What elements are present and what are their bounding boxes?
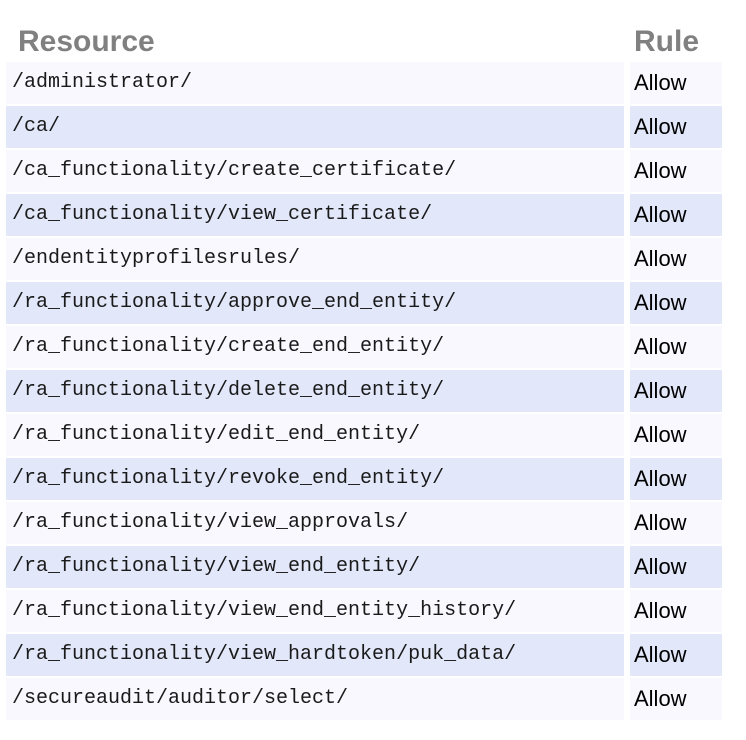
cell-rule: Allow xyxy=(630,150,722,192)
table-row[interactable]: /ra_functionality/revoke_end_entity/Allo… xyxy=(6,458,722,500)
cell-resource: /ca_functionality/view_certificate/ xyxy=(6,194,624,236)
cell-rule: Allow xyxy=(630,414,722,456)
cell-gutter xyxy=(624,194,630,236)
cell-gutter xyxy=(624,414,630,456)
table-row[interactable]: /ra_functionality/view_end_entity/Allow xyxy=(6,546,722,588)
cell-resource: /ra_functionality/view_approvals/ xyxy=(6,502,624,544)
cell-rule: Allow xyxy=(630,502,722,544)
access-rules-table: Resource Rule /administrator/Allow/ca/Al… xyxy=(6,0,722,722)
cell-rule: Allow xyxy=(630,634,722,676)
table-row[interactable]: /ra_functionality/approve_end_entity/All… xyxy=(6,282,722,324)
cell-rule: Allow xyxy=(630,282,722,324)
cell-gutter xyxy=(624,62,630,104)
cell-resource: /ra_functionality/delete_end_entity/ xyxy=(6,370,624,412)
column-header-rule[interactable]: Rule xyxy=(634,25,700,58)
cell-gutter xyxy=(624,546,630,588)
cell-rule: Allow xyxy=(630,194,722,236)
cell-rule: Allow xyxy=(630,546,722,588)
cell-resource: /ra_functionality/revoke_end_entity/ xyxy=(6,458,624,500)
cell-gutter xyxy=(624,458,630,500)
table-row[interactable]: /ra_functionality/edit_end_entity/Allow xyxy=(6,414,722,456)
cell-rule: Allow xyxy=(630,370,722,412)
table-row[interactable]: /endentityprofilesrules/Allow xyxy=(6,238,722,280)
table-row[interactable]: /ca/Allow xyxy=(6,106,722,148)
cell-gutter xyxy=(624,678,630,720)
cell-rule: Allow xyxy=(630,678,722,720)
cell-resource: /ca/ xyxy=(6,106,624,148)
cell-rule: Allow xyxy=(630,590,722,632)
cell-resource: /ra_functionality/edit_end_entity/ xyxy=(6,414,624,456)
table-header-row: Resource Rule xyxy=(6,0,722,62)
cell-resource: /ra_functionality/approve_end_entity/ xyxy=(6,282,624,324)
table-row[interactable]: /ra_functionality/view_hardtoken/puk_dat… xyxy=(6,634,722,676)
table-row[interactable]: /administrator/Allow xyxy=(6,62,722,104)
cell-resource: /ca_functionality/create_certificate/ xyxy=(6,150,624,192)
cell-resource: /ra_functionality/view_hardtoken/puk_dat… xyxy=(6,634,624,676)
table-row[interactable]: /ra_functionality/view_approvals/Allow xyxy=(6,502,722,544)
cell-gutter xyxy=(624,502,630,544)
cell-rule: Allow xyxy=(630,62,722,104)
cell-rule: Allow xyxy=(630,458,722,500)
table-row[interactable]: /ra_functionality/create_end_entity/Allo… xyxy=(6,326,722,368)
cell-resource: /endentityprofilesrules/ xyxy=(6,238,624,280)
cell-gutter xyxy=(624,634,630,676)
cell-gutter xyxy=(624,282,630,324)
cell-rule: Allow xyxy=(630,326,722,368)
cell-gutter xyxy=(624,590,630,632)
table-row[interactable]: /ca_functionality/view_certificate/Allow xyxy=(6,194,722,236)
table-row[interactable]: /ca_functionality/create_certificate/All… xyxy=(6,150,722,192)
column-header-resource[interactable]: Resource xyxy=(18,25,155,58)
cell-resource: /secureaudit/auditor/select/ xyxy=(6,678,624,720)
cell-gutter xyxy=(624,370,630,412)
table-body: /administrator/Allow/ca/Allow/ca_functio… xyxy=(6,62,722,720)
cell-gutter xyxy=(624,150,630,192)
cell-rule: Allow xyxy=(630,106,722,148)
cell-resource: /administrator/ xyxy=(6,62,624,104)
table-row[interactable]: /ra_functionality/delete_end_entity/Allo… xyxy=(6,370,722,412)
cell-resource: /ra_functionality/create_end_entity/ xyxy=(6,326,624,368)
table-row[interactable]: /secureaudit/auditor/select/Allow xyxy=(6,678,722,720)
cell-gutter xyxy=(624,326,630,368)
table-row[interactable]: /ra_functionality/view_end_entity_histor… xyxy=(6,590,722,632)
cell-resource: /ra_functionality/view_end_entity/ xyxy=(6,546,624,588)
cell-rule: Allow xyxy=(630,238,722,280)
cell-gutter xyxy=(624,106,630,148)
cell-resource: /ra_functionality/view_end_entity_histor… xyxy=(6,590,624,632)
cell-gutter xyxy=(624,238,630,280)
